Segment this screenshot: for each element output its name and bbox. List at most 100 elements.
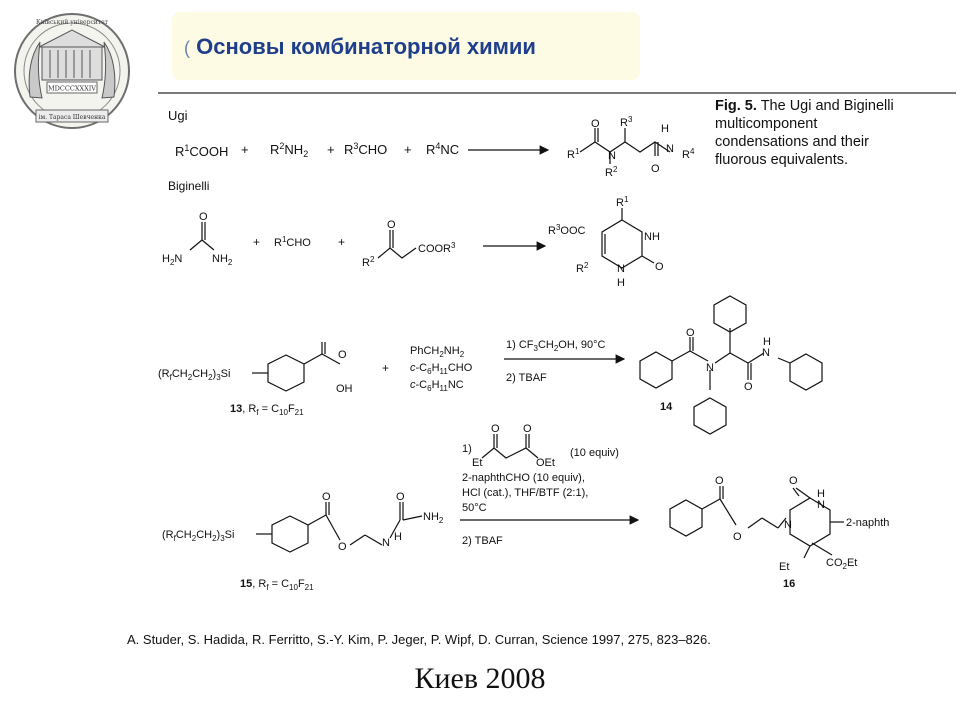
- compound-14-structure: [639, 295, 823, 435]
- literature-reference: A. Studer, S. Hadida, R. Ferritto, S.-Y.…: [127, 632, 711, 647]
- svg-text:R1: R1: [616, 195, 629, 209]
- ugi-reagent-acid: R1COOH: [175, 143, 228, 159]
- title-banner: ( Основы комбинаторной химии: [172, 12, 640, 80]
- logo-ring-text: Київський університет: [36, 19, 109, 26]
- fluorous-biginelli-step2: 2) TBAF: [462, 535, 503, 547]
- svg-text:R2: R2: [605, 165, 618, 179]
- svg-text:O: O: [199, 211, 208, 223]
- svg-text:PhCH2NH2: PhCH2NH2: [410, 345, 465, 359]
- compound-16-label: 16: [783, 578, 795, 590]
- figure-label: Fig. 5.: [715, 98, 757, 114]
- svg-text:O: O: [655, 261, 664, 273]
- compound-16-structure: [669, 486, 844, 559]
- svg-text:N: N: [666, 143, 674, 155]
- svg-text:H2N: H2N: [162, 253, 182, 267]
- svg-text:O: O: [338, 349, 347, 361]
- svg-text:+: +: [241, 142, 249, 157]
- fluorous-ugi-reaction: (RfCH2CH2)3Si O OH 13, Rf = C10F21 + PhC…: [158, 295, 823, 435]
- ugi-product: [579, 128, 671, 164]
- compound-13-caption: 13, Rf = C10F21: [230, 403, 304, 417]
- compound-15-caption: 15, Rf = C10F21: [240, 578, 314, 592]
- svg-text:R4: R4: [682, 147, 695, 161]
- svg-text:N: N: [608, 150, 616, 162]
- footer-city-year: Киев 2008: [414, 662, 546, 695]
- svg-text:O: O: [744, 381, 753, 393]
- fluorous-ugi-reactant: (RfCH2CH2)3Si: [158, 368, 230, 382]
- svg-text:c-C6H11CHO: c-C6H11CHO: [410, 362, 473, 376]
- svg-text:+: +: [338, 235, 345, 249]
- svg-text:O: O: [591, 118, 600, 130]
- svg-text:H: H: [617, 277, 625, 289]
- compound-16-ethyl: Et: [779, 561, 789, 573]
- building-emblem: [28, 29, 116, 99]
- svg-text:O: O: [523, 423, 532, 435]
- svg-text:N: N: [706, 362, 714, 374]
- svg-text:R1CHO: R1CHO: [274, 235, 311, 249]
- fluorous-ugi-step1: 1) CF3CH2OH, 90°C: [506, 339, 606, 353]
- svg-text:c-C6H11NC: c-C6H11NC: [410, 379, 464, 393]
- fluorous-biginelli-reactant: (RfCH2CH2)3Si: [162, 529, 234, 543]
- fluorous-biginelli-conditions: HCl (cat.), THF/BTF (2:1),: [462, 487, 588, 499]
- fluorous-biginelli-equiv: (10 equiv): [570, 447, 619, 459]
- svg-text:COOR3: COOR3: [418, 241, 456, 255]
- svg-text:N: N: [784, 519, 792, 531]
- svg-text:N: N: [762, 347, 770, 359]
- svg-text:O: O: [733, 531, 742, 543]
- svg-text:R3OOC: R3OOC: [548, 223, 586, 237]
- title-prefix: (: [184, 38, 190, 58]
- svg-text:R1: R1: [567, 147, 580, 161]
- svg-text:H: H: [394, 531, 402, 543]
- ugi-reaction: Ugi R1COOH + R2NH2 + R3CHO + R4NC O R3 H…: [168, 108, 695, 179]
- svg-text:+: +: [253, 235, 260, 249]
- svg-text:OEt: OEt: [536, 457, 555, 469]
- university-logo: Київський університет MDCCCXXXIV ім. Тар…: [14, 13, 130, 129]
- svg-text:+: +: [382, 361, 389, 375]
- title-text: Основы комбинаторной химии: [196, 34, 536, 59]
- fluorous-biginelli-reaction: (RfCH2CH2)3Si O O O N H NH2 15, Rf = C10…: [162, 423, 889, 592]
- svg-text:O: O: [338, 541, 347, 553]
- svg-text:O: O: [322, 491, 331, 503]
- svg-text:NH2: NH2: [212, 253, 233, 267]
- slide-title: ( Основы комбинаторной химии: [184, 34, 536, 60]
- svg-text:OH: OH: [336, 383, 353, 395]
- svg-text:R2: R2: [576, 261, 589, 275]
- compound-16-nh: N: [817, 499, 825, 511]
- biginelli-product: [601, 208, 655, 269]
- figure-caption-text: The Ugi and Biginelli multicomponent con…: [715, 98, 894, 168]
- ugi-reagent-amine: R2NH2: [270, 141, 308, 159]
- svg-text:O: O: [715, 475, 724, 487]
- svg-text:N: N: [382, 537, 390, 549]
- svg-text:O: O: [387, 219, 396, 231]
- fluorous-biginelli-aldehyde: 2-naphthCHO (10 equiv),: [462, 472, 585, 484]
- svg-text:NH: NH: [644, 231, 660, 243]
- biginelli-reaction: Biginelli O H2N NH2 + R1CHO + O R2 COOR3…: [162, 179, 664, 289]
- compound-16-ester: CO2Et: [826, 557, 857, 571]
- compound-16-carbonyl-o: O: [789, 475, 798, 487]
- compound-16-naphthyl: 2-naphth: [846, 517, 889, 529]
- svg-text:H: H: [763, 336, 771, 348]
- svg-text:O: O: [651, 163, 660, 175]
- fluorous-ugi-step2: 2) TBAF: [506, 372, 547, 384]
- fluorous-biginelli-step1: 1): [462, 443, 472, 455]
- svg-text:+: +: [327, 142, 335, 157]
- compound-14-label: 14: [660, 401, 673, 413]
- ugi-reagent-aldehyde: R3CHO: [344, 141, 387, 157]
- svg-text:R3: R3: [620, 115, 633, 129]
- svg-text:NH2: NH2: [423, 511, 444, 525]
- svg-text:O: O: [686, 327, 695, 339]
- svg-text:R2: R2: [362, 255, 375, 269]
- logo-ribbon-text: ім. Тараса Шевченка: [39, 114, 106, 121]
- svg-text:H: H: [661, 123, 669, 135]
- header-divider: [158, 92, 956, 94]
- ugi-label: Ugi: [168, 108, 188, 123]
- svg-text:+: +: [404, 142, 412, 157]
- svg-text:O: O: [396, 491, 405, 503]
- svg-text:N: N: [617, 263, 625, 275]
- reaction-scheme: Ugi R1COOH + R2NH2 + R3CHO + R4NC O R3 H…: [158, 108, 889, 592]
- compound-16-h: H: [817, 488, 825, 500]
- svg-text:Et: Et: [472, 457, 482, 469]
- svg-text:O: O: [491, 423, 500, 435]
- ugi-reagent-isonitrile: R4NC: [426, 141, 459, 157]
- fluorous-biginelli-temp: 50°C: [462, 502, 487, 514]
- figure-caption: Fig. 5. The Ugi and Biginelli multicompo…: [715, 97, 910, 169]
